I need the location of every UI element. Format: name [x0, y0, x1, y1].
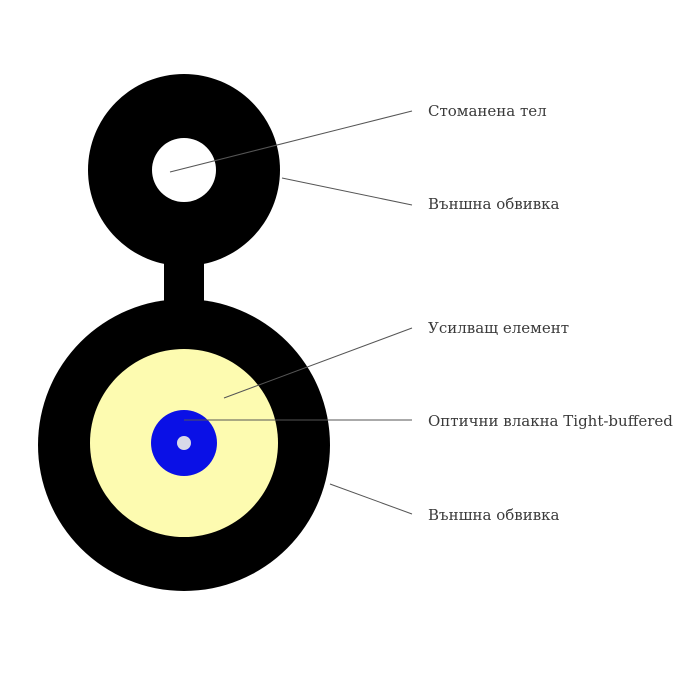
label-strength-member: Усилващ елемент	[428, 319, 569, 337]
leader-line-strength-member	[223, 327, 413, 399]
leader-line-outer-sheath-bottom	[329, 483, 413, 515]
label-steel-wire: Стоманена тел	[428, 102, 547, 120]
label-outer-sheath-bottom: Външна обвивка	[428, 506, 560, 524]
steel-wire	[152, 138, 216, 202]
fiber-core	[177, 436, 191, 450]
leader-line-steel-wire	[169, 110, 413, 173]
label-optical-fibers: Оптични влакна Tight-buffered	[428, 412, 673, 430]
leader-line-outer-sheath-top	[281, 177, 413, 206]
label-outer-sheath-top: Външна обвивка	[428, 195, 560, 213]
